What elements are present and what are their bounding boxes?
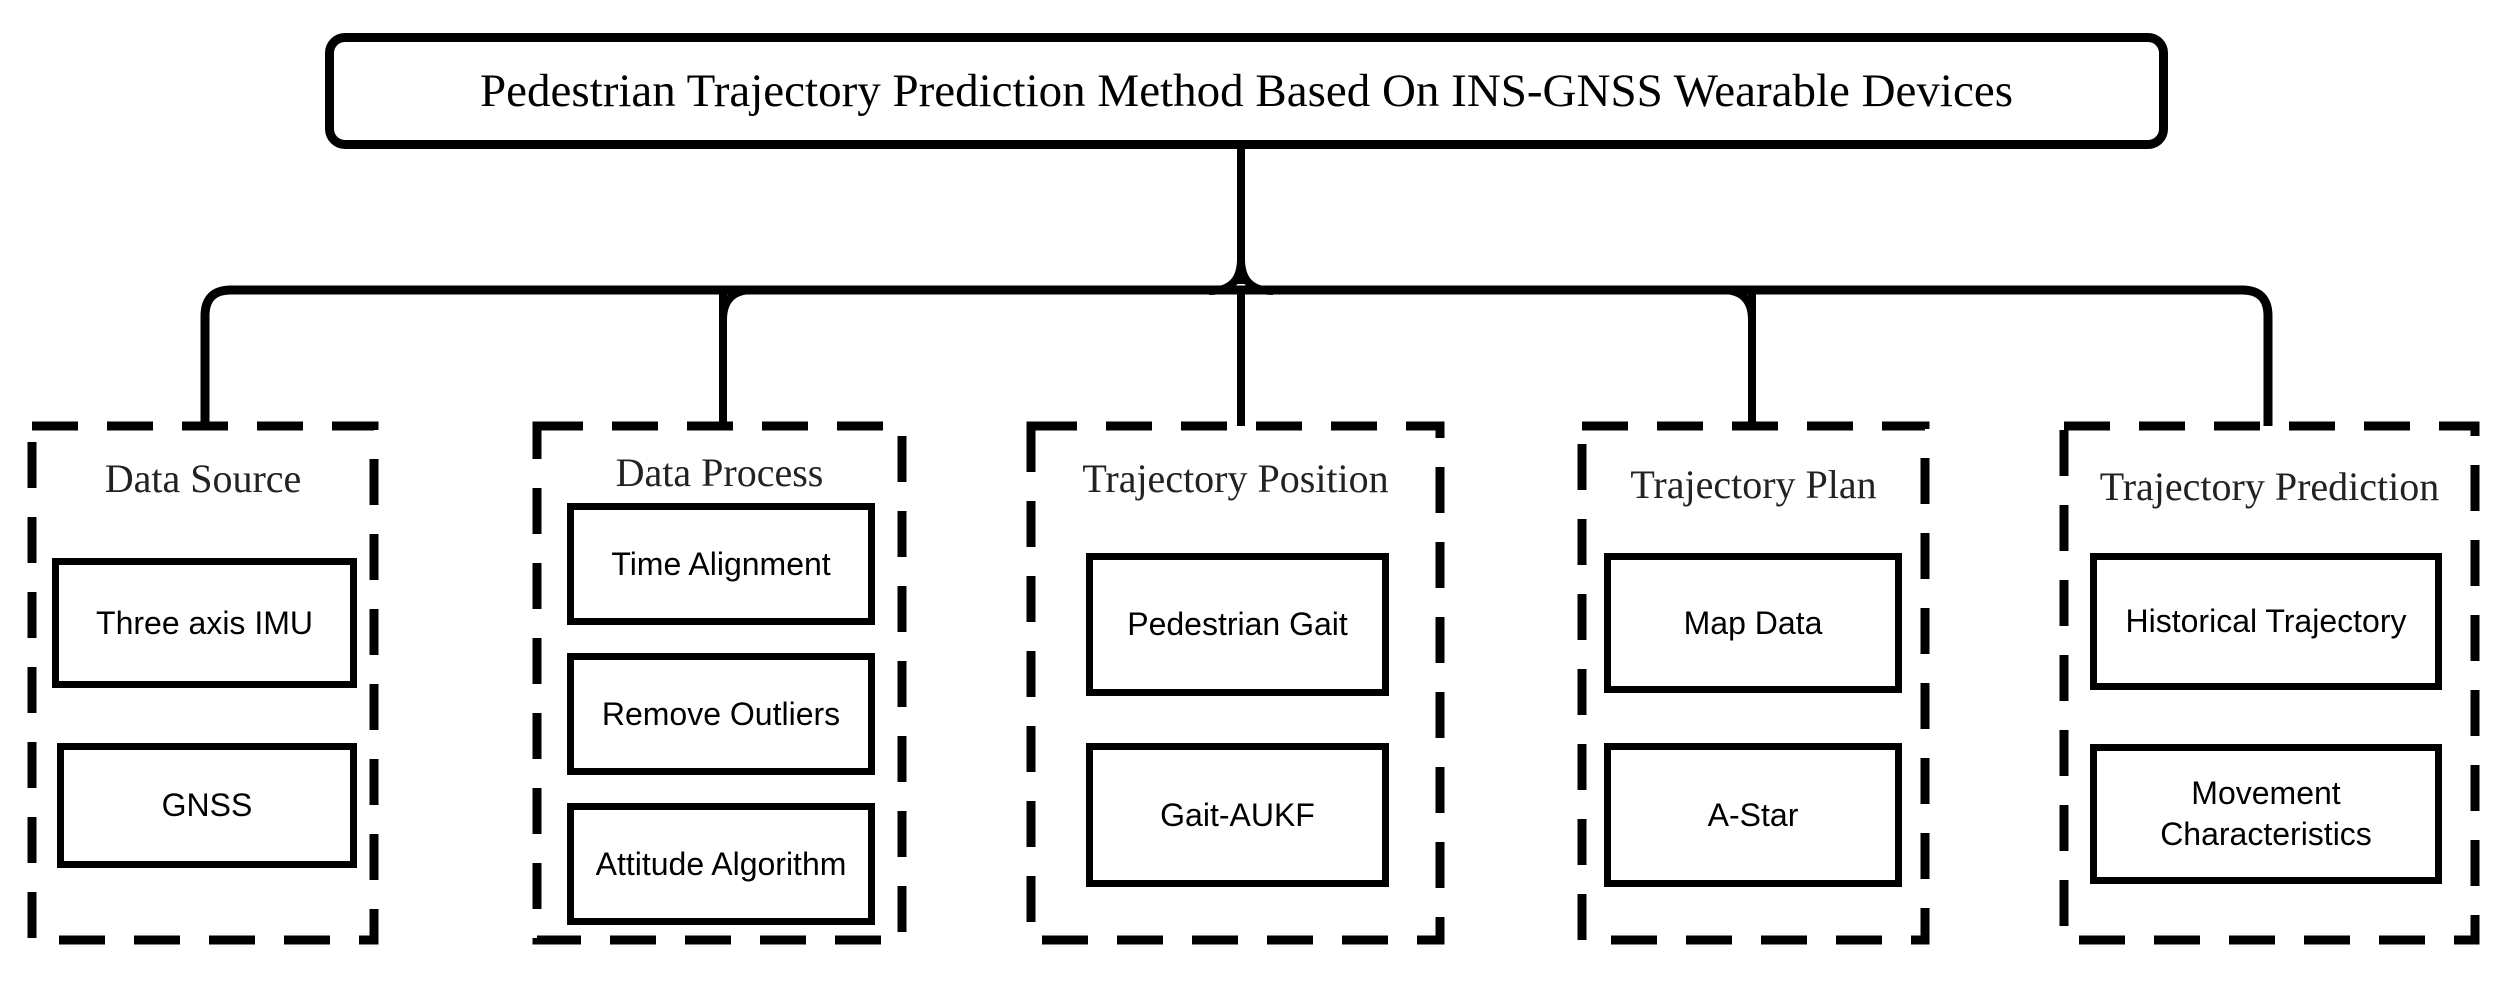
root-node-title: Pedestrian Trajectory Prediction Method … xyxy=(479,65,2013,117)
node-label: Historical Trajectory xyxy=(2125,603,2407,640)
node-label: Map Data xyxy=(1683,604,1823,641)
node-label: Time Alignment xyxy=(611,545,831,582)
drop-fillet-trajectory-plan xyxy=(1721,286,1756,321)
node-label: Attitude Algorithm xyxy=(595,845,847,882)
node-movement-characteristics: Movement Characteristics xyxy=(2090,744,2442,884)
node-three-axis-imu: Three axis IMU xyxy=(52,558,357,688)
node-map-data: Map Data xyxy=(1604,553,1902,693)
node-a-star: A-Star xyxy=(1604,743,1902,887)
node-gnss: GNSS xyxy=(57,743,357,868)
group-title-data-process: Data Process xyxy=(615,449,824,495)
root-node: Pedestrian Trajectory Prediction Method … xyxy=(325,33,2168,149)
node-attitude-algorithm: Attitude Algorithm xyxy=(567,803,875,925)
group-title-data-source: Data Source xyxy=(104,455,302,501)
drop-fillet-data-process xyxy=(719,286,754,321)
dashed-border-data-process xyxy=(532,421,907,945)
node-gait-aukf: Gait-AUKF xyxy=(1086,743,1389,887)
node-time-alignment: Time Alignment xyxy=(567,503,875,625)
node-label: Pedestrian Gait xyxy=(1127,606,1348,643)
dashed-border-trajectory-plan xyxy=(1577,421,1930,945)
node-historical-trajectory: Historical Trajectory xyxy=(2090,553,2442,690)
node-pedestrian-gait: Pedestrian Gait xyxy=(1086,553,1389,696)
node-label: Gait-AUKF xyxy=(1160,796,1315,833)
dashed-border-data-source xyxy=(27,421,379,945)
node-label: Remove Outliers xyxy=(601,695,841,732)
node-label: Movement Characteristics xyxy=(2160,775,2372,852)
node-remove-outliers: Remove Outliers xyxy=(567,653,875,775)
group-title-trajectory-prediction: Trajectory Prediction xyxy=(2099,463,2440,509)
node-label: GNSS xyxy=(161,787,253,824)
dashed-border-trajectory-position xyxy=(1026,421,1445,945)
bus-line xyxy=(200,285,2273,426)
node-label: A-Star xyxy=(1707,796,1799,833)
node-label: Three axis IMU xyxy=(96,604,313,641)
group-title-trajectory-plan: Trajectory Plan xyxy=(1630,461,1877,507)
group-title-trajectory-position: Trajectory Position xyxy=(1082,455,1389,501)
dashed-border-trajectory-prediction xyxy=(2059,421,2480,945)
